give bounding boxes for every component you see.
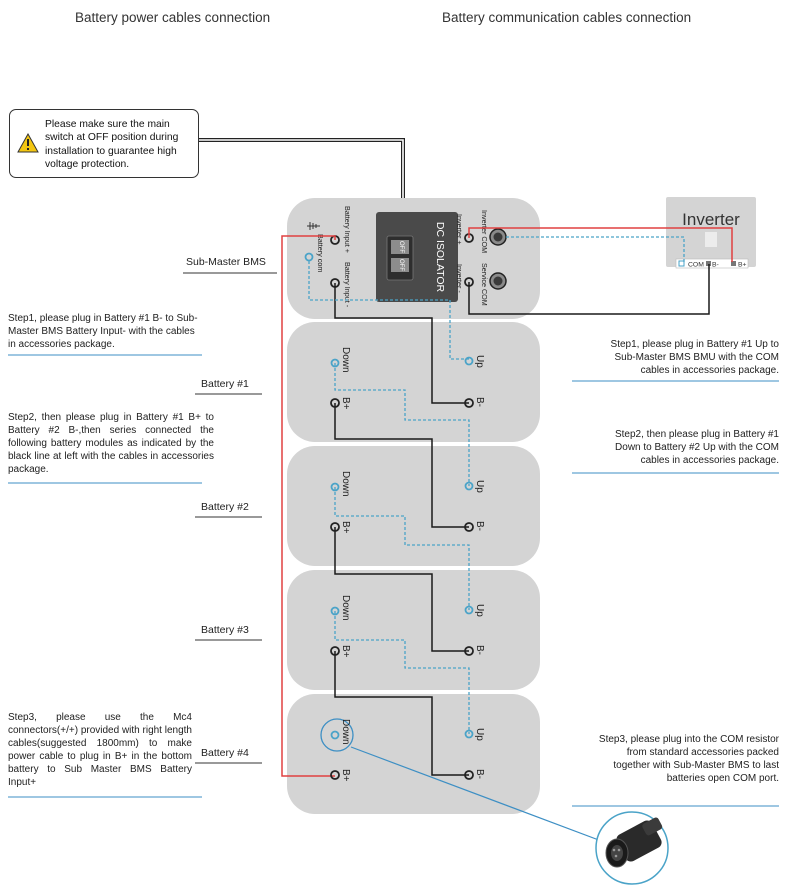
bat1-up-label: Up bbox=[474, 355, 485, 368]
comm-cable-bat3-bat4 bbox=[334, 611, 470, 734]
right-step-2: Step2, then please plug in Battery #1 Do… bbox=[614, 429, 779, 466]
ground-icon bbox=[307, 222, 320, 230]
inverter-com-cable bbox=[506, 236, 685, 262]
power-cables-header: Battery power cables connection bbox=[75, 10, 271, 25]
right-step-3: Step3, please plug into the COM resistor… bbox=[598, 734, 779, 784]
warning-triangle-icon bbox=[17, 133, 39, 153]
bat2-bpos-label: B+ bbox=[340, 521, 351, 534]
bat3-down-port bbox=[330, 606, 340, 616]
inverter-com-label: Inverter COM bbox=[480, 210, 489, 253]
bat2-bneg-label: B- bbox=[474, 521, 485, 531]
bat3-down-label: Down bbox=[340, 595, 351, 621]
inverter-bneg-port bbox=[706, 261, 711, 266]
bat3-up-port bbox=[464, 605, 474, 615]
battery-2-body bbox=[287, 446, 540, 566]
right-step-1: Step1, please plug in Battery #1 Up to S… bbox=[610, 339, 779, 376]
bat4-up-label: Up bbox=[474, 728, 485, 741]
com-resistor-highlight-ring bbox=[320, 718, 354, 752]
switch-off-label-1: OFF bbox=[398, 241, 404, 253]
bat3-bneg-port bbox=[464, 646, 474, 656]
battery-input-pos-label: Battery Input + bbox=[343, 206, 352, 253]
battery-1-body bbox=[287, 322, 540, 442]
battery-2-label: Battery #2 bbox=[201, 501, 249, 513]
bat4-up-port bbox=[464, 729, 474, 739]
power-cable-bat3-bat4 bbox=[334, 651, 469, 776]
positive-power-cable bbox=[281, 235, 336, 777]
bat3-bneg-label: B- bbox=[474, 645, 485, 655]
inverter-bpos-text: B+ bbox=[738, 262, 747, 269]
inverter-com-port bbox=[678, 260, 685, 267]
bat1-bpos-port bbox=[330, 398, 340, 408]
bat4-bpos-port bbox=[330, 770, 340, 780]
battery-3-body bbox=[287, 570, 540, 690]
inverter-pos-cable bbox=[468, 227, 733, 262]
battery-1-label: Battery #1 bbox=[201, 378, 249, 390]
bat3-bpos-label: B+ bbox=[340, 645, 351, 658]
inverter-display bbox=[705, 232, 717, 247]
bat2-up-port bbox=[464, 481, 474, 491]
warning-text: Please make sure the main switch at OFF … bbox=[45, 119, 179, 171]
bat2-down-port bbox=[330, 482, 340, 492]
inverter-bpos-port bbox=[731, 261, 736, 266]
battery-3-label: Battery #3 bbox=[201, 624, 249, 636]
battery-input-neg-label: Battery Input - bbox=[343, 262, 352, 308]
battery-4-body bbox=[287, 694, 540, 814]
left-step-3: Step3, please use the Mc4 connectors(+/+… bbox=[8, 712, 192, 788]
inverter-neg-label: Inverter - bbox=[455, 264, 464, 293]
power-cable-bat2-bat3 bbox=[334, 527, 469, 652]
comm-cable-bat2-bat3 bbox=[334, 487, 470, 610]
com-resistor-icon bbox=[595, 811, 669, 885]
bat1-bpos-label: B+ bbox=[340, 397, 351, 410]
comm-cable-bat1-bat2 bbox=[334, 363, 470, 486]
inverter-neg-cable bbox=[468, 264, 710, 315]
bat4-bpos-label: B+ bbox=[340, 769, 351, 782]
warning-pointer-line bbox=[199, 138, 405, 207]
bat2-bneg-port bbox=[464, 522, 474, 532]
bat4-down-label: Down bbox=[340, 719, 351, 745]
warning-box: Please make sure the main switch at OFF … bbox=[9, 109, 199, 178]
bat2-bpos-port bbox=[330, 522, 340, 532]
comm-cables-header: Battery communication cables connection bbox=[442, 10, 692, 25]
bat4-down-port bbox=[330, 730, 340, 740]
comm-cable-bms-bat1 bbox=[308, 261, 469, 360]
bat3-bpos-port bbox=[330, 646, 340, 656]
bat4-bneg-port bbox=[464, 770, 474, 780]
switch-off-label-2: OFF bbox=[398, 259, 404, 271]
inverter-pos-label: Inverter + bbox=[455, 214, 464, 245]
battery-4-label: Battery #4 bbox=[201, 747, 249, 759]
bat1-down-label: Down bbox=[340, 347, 351, 373]
inverter-bneg-text: B- bbox=[712, 262, 719, 269]
bat4-bneg-label: B- bbox=[474, 769, 485, 779]
bat3-up-label: Up bbox=[474, 604, 485, 617]
bat1-bneg-port bbox=[464, 398, 474, 408]
left-step-2: Step2, then please plug in Battery #1 B+… bbox=[8, 412, 214, 475]
bat1-down-port bbox=[330, 358, 340, 368]
bat2-up-label: Up bbox=[474, 480, 485, 493]
power-cable-bat1-bat2 bbox=[334, 403, 469, 528]
sub-master-bms-label: Sub-Master BMS bbox=[186, 256, 266, 268]
bms-battery-com-port bbox=[304, 252, 314, 262]
bat1-bneg-label: B- bbox=[474, 397, 485, 407]
power-cable-bms-bat1 bbox=[334, 283, 469, 404]
left-step-1: Step1, please plug in Battery #1 B- to S… bbox=[8, 313, 198, 350]
com-resistor-pointer-line bbox=[350, 746, 613, 846]
bat1-up-port bbox=[464, 356, 474, 366]
inverter-port-strip bbox=[675, 258, 749, 269]
battery-com-label: Battery com bbox=[316, 234, 325, 272]
inverter-com-text: COM bbox=[688, 262, 704, 269]
service-com-label: Service COM bbox=[480, 263, 489, 306]
inverter-title: Inverter bbox=[682, 210, 740, 229]
bat2-down-label: Down bbox=[340, 471, 351, 497]
isolator-label: DC ISOLATOR bbox=[434, 222, 446, 293]
